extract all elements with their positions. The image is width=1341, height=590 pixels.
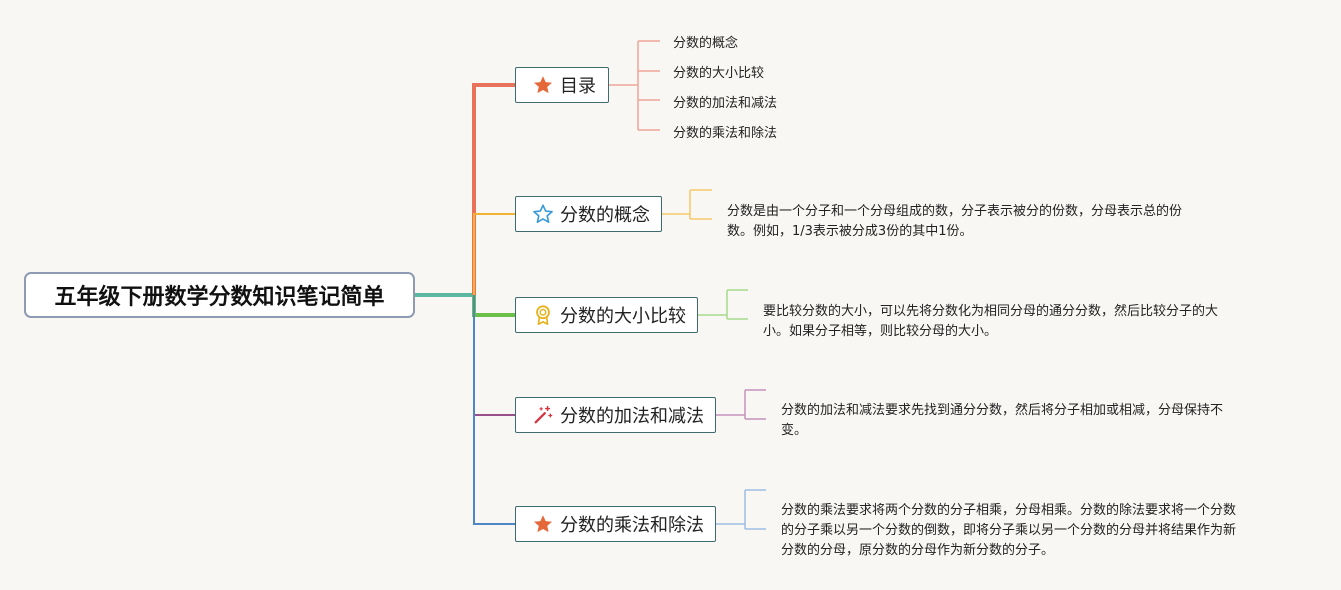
star-filled-icon xyxy=(532,513,554,535)
root-title: 五年级下册数学分数知识笔记简单 xyxy=(54,285,385,310)
branch-compare[interactable]: 分数的大小比较 xyxy=(515,297,698,333)
star-outline-icon xyxy=(532,203,554,225)
branch-concept[interactable]: 分数的概念 xyxy=(515,196,662,232)
connector-muldiv xyxy=(473,295,515,525)
branch-addsub[interactable]: 分数的加法和减法 xyxy=(515,397,716,433)
branch-muldiv[interactable]: 分数的乘法和除法 xyxy=(515,506,716,542)
connector-concept xyxy=(473,213,515,295)
branch-toc[interactable]: 目录 xyxy=(515,67,609,103)
toc-item[interactable]: 分数的概念 xyxy=(673,36,739,51)
branch-label: 分数的加法和减法 xyxy=(560,406,704,427)
branch-label: 分数的乘法和除法 xyxy=(560,515,704,536)
note-compare[interactable]: 要比较分数的大小，可以先将分数化为相同分母的通分分数，然后比较分子的大 小。如果… xyxy=(763,304,1219,339)
connector-concept-note xyxy=(662,189,712,220)
connector-muldiv-note xyxy=(716,489,766,530)
magic-wand-icon xyxy=(532,404,554,426)
toc-item[interactable]: 分数的大小比较 xyxy=(673,66,765,81)
connector-toc-leaves xyxy=(609,40,660,131)
star-filled-icon xyxy=(532,74,554,96)
note-muldiv[interactable]: 分数的乘法要求将两个分数的分子相乘，分母相乘。分数的除法要求将一个分数 的分子乘… xyxy=(781,503,1237,558)
connector-addsub-note xyxy=(716,389,766,420)
branch-label: 分数的概念 xyxy=(560,205,650,226)
branch-label: 分数的大小比较 xyxy=(560,306,686,327)
root-topic[interactable]: 五年级下册数学分数知识笔记简单 xyxy=(24,272,415,318)
award-badge-icon xyxy=(532,304,554,326)
note-addsub[interactable]: 分数的加法和减法要求先找到通分分数，然后将分子相加或相减，分母保持不 变。 xyxy=(781,403,1224,438)
toc-item[interactable]: 分数的乘法和除法 xyxy=(673,126,778,141)
connector-toc xyxy=(472,83,515,295)
toc-item[interactable]: 分数的加法和减法 xyxy=(673,96,778,111)
branch-label: 目录 xyxy=(560,76,596,97)
connector-compare-note xyxy=(698,289,748,320)
connector-compare xyxy=(472,295,515,317)
note-concept[interactable]: 分数是由一个分子和一个分母组成的数，分子表示被分的份数，分母表示总的份 数。例如… xyxy=(727,204,1183,239)
